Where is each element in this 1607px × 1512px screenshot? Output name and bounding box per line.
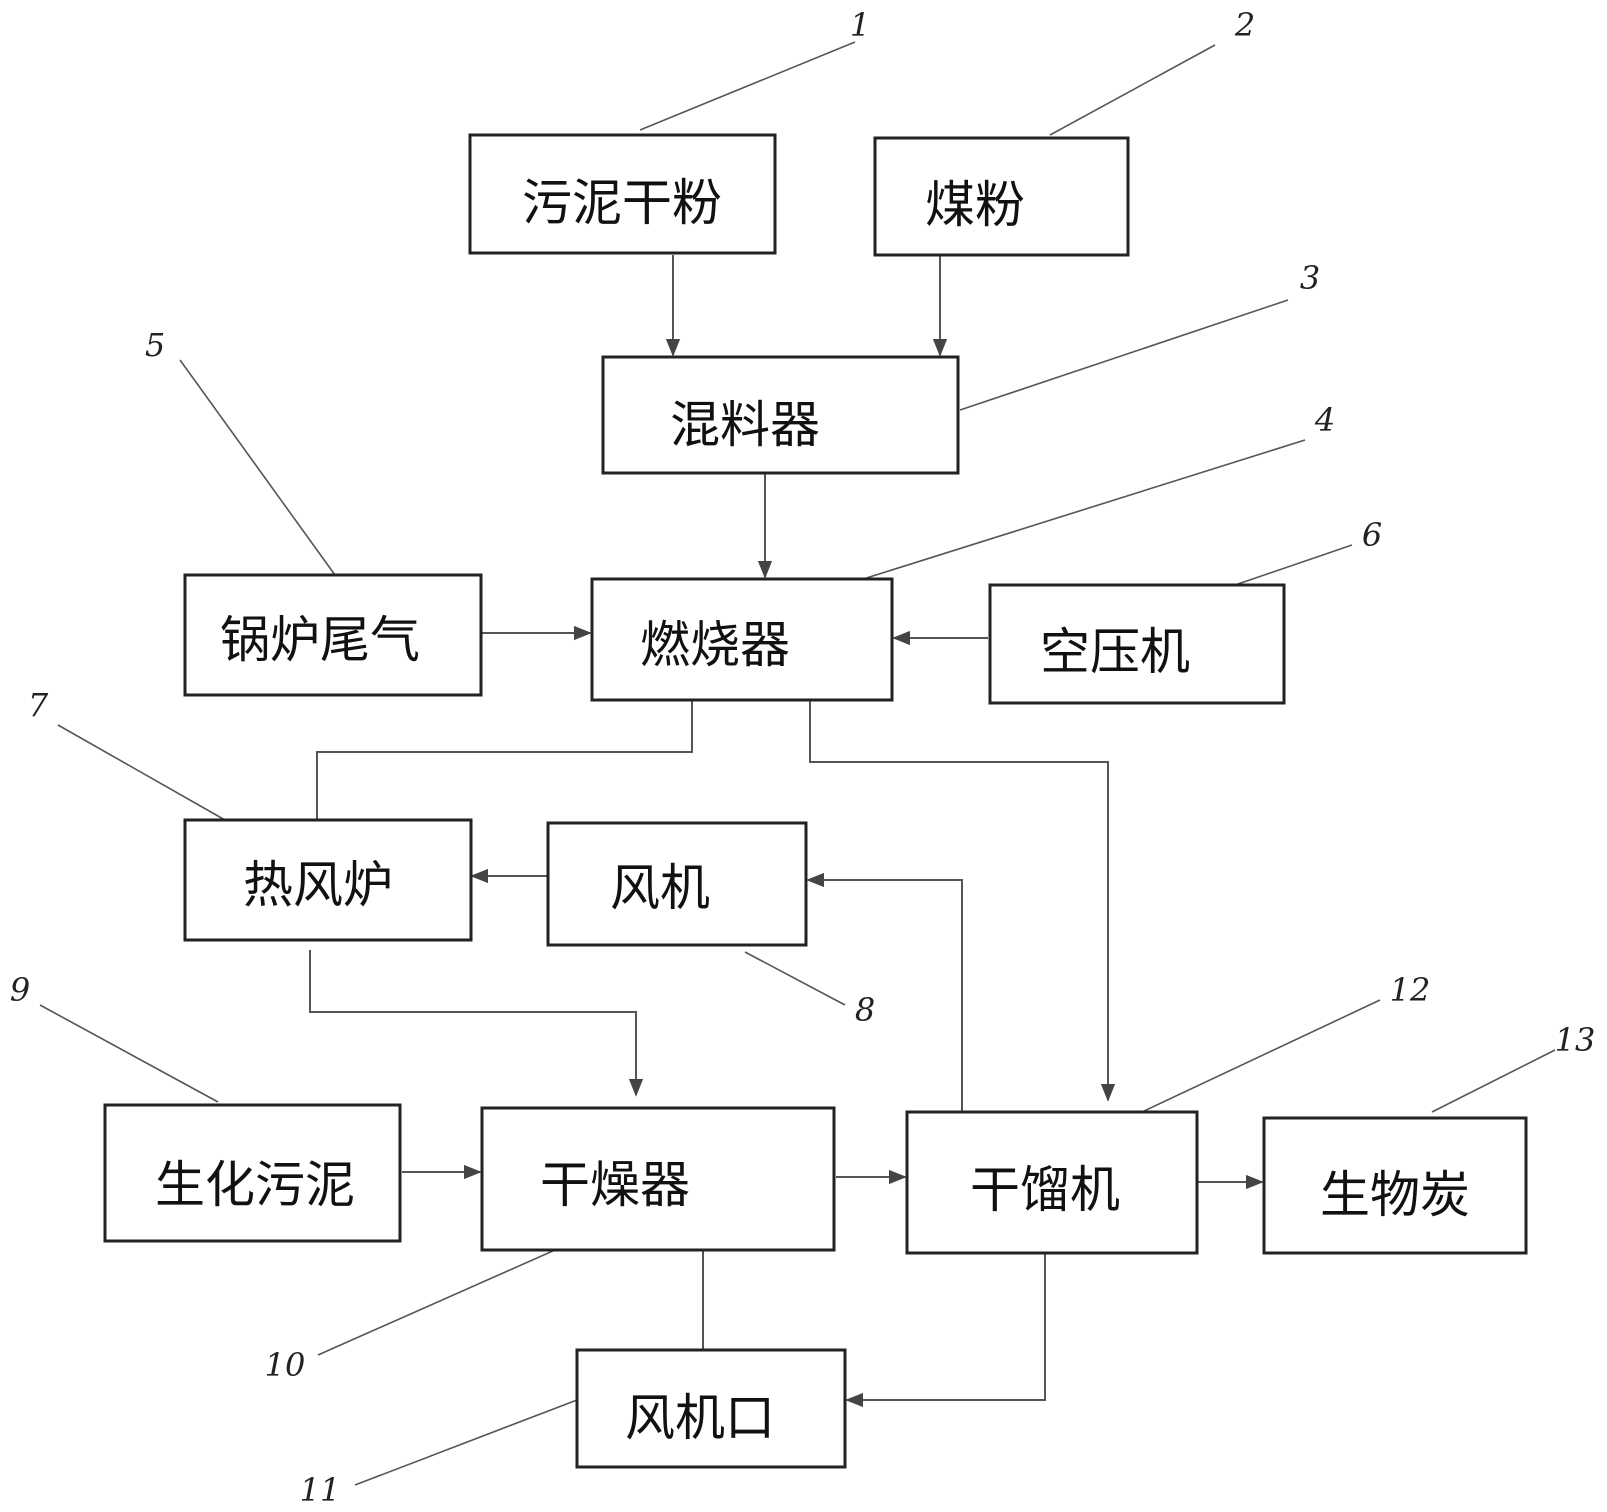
box-mixer: 混料器 <box>601 355 960 475</box>
leader-11 <box>354 1399 578 1486</box>
box-fan-outlet: 风机口 <box>575 1348 847 1469</box>
leader-10 <box>317 1249 556 1356</box>
label-burner: 燃烧器 <box>640 616 790 674</box>
box-dryer: 干燥器 <box>480 1106 836 1252</box>
leader-lines <box>39 41 1556 1486</box>
leader-12 <box>1141 999 1381 1113</box>
reference-numbers: 1 2 3 4 5 6 7 8 9 10 11 12 13 <box>10 6 1596 1509</box>
ref-number-2: 2 <box>1234 6 1255 44</box>
box-biochar: 生物炭 <box>1262 1116 1528 1255</box>
ref-number-5: 5 <box>145 326 165 364</box>
connections <box>309 255 1264 1408</box>
leader-2 <box>1049 44 1216 136</box>
label-boiler-tail-gas: 锅炉尾气 <box>220 611 420 669</box>
ref-number-8: 8 <box>855 991 875 1029</box>
box-fan: 风机 <box>546 821 808 947</box>
label-hot-blast-stove: 热风炉 <box>243 856 393 914</box>
leader-7 <box>57 724 226 821</box>
label-air-compressor: 空压机 <box>1040 623 1190 681</box>
label-biochemical-sludge: 生化污泥 <box>155 1156 355 1214</box>
box-sludge-dry-powder: 污泥干粉 <box>468 133 777 255</box>
ref-number-4: 4 <box>1314 401 1335 439</box>
arrow-distiller-to-fan <box>806 872 963 1112</box>
leader-5 <box>179 359 336 576</box>
box-biochemical-sludge: 生化污泥 <box>103 1103 402 1243</box>
ref-number-6: 6 <box>1362 516 1382 554</box>
label-coal-powder: 煤粉 <box>925 176 1025 234</box>
label-sludge-dry-powder: 污泥干粉 <box>522 174 722 232</box>
ref-number-7: 7 <box>28 686 49 724</box>
box-dry-distiller: 干馏机 <box>905 1110 1199 1255</box>
arrow-burner-to-distiller <box>809 700 1116 1102</box>
ref-number-10: 10 <box>265 1346 306 1384</box>
ref-number-12: 12 <box>1390 971 1431 1009</box>
ref-number-11: 11 <box>300 1471 341 1509</box>
box-burner: 燃烧器 <box>590 577 894 702</box>
label-mixer: 混料器 <box>670 396 820 454</box>
ref-number-13: 13 <box>1555 1021 1596 1059</box>
leader-4 <box>859 439 1306 581</box>
arrow-stove-to-dryer <box>309 950 644 1097</box>
box-air-compressor: 空压机 <box>988 583 1286 705</box>
ref-number-3: 3 <box>1300 259 1320 297</box>
label-fan-outlet: 风机口 <box>625 1389 775 1447</box>
leader-9 <box>39 1004 219 1103</box>
ref-number-1: 1 <box>850 6 870 44</box>
label-fan: 风机 <box>610 859 710 917</box>
ref-number-9: 9 <box>10 971 30 1009</box>
line-burner-to-stove <box>316 700 693 820</box>
box-coal-powder: 煤粉 <box>873 136 1130 257</box>
leader-13 <box>1431 1049 1556 1113</box>
leader-1 <box>639 41 856 131</box>
leader-6 <box>1234 544 1353 586</box>
arrow-distiller-to-fanoutlet <box>845 1253 1046 1408</box>
box-hot-blast-stove: 热风炉 <box>183 818 473 942</box>
leader-3 <box>959 299 1289 411</box>
box-boiler-tail-gas: 锅炉尾气 <box>183 573 483 697</box>
leader-8 <box>744 951 846 1006</box>
label-dry-distiller: 干馏机 <box>970 1161 1120 1219</box>
label-biochar: 生物炭 <box>1320 1166 1470 1224</box>
label-dryer: 干燥器 <box>540 1156 690 1214</box>
